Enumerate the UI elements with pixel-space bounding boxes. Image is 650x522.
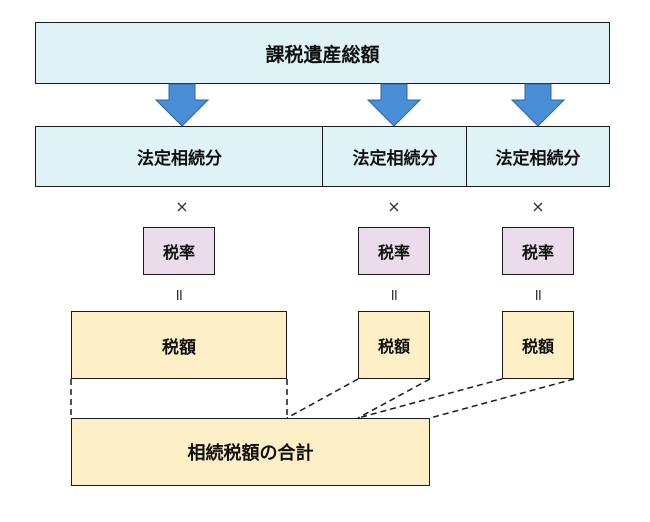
statutory-share-label: 法定相続分 [352,149,438,169]
total-inheritance-tax-label: 相続税額の合計 [187,443,314,464]
dashed-connector [357,378,503,419]
tax-rate-box-2: 税率 [358,227,430,275]
statutory-share-box-1: 法定相続分 [35,126,324,187]
tax-rate-label: 税率 [521,243,554,262]
dashed-connector [429,378,575,419]
total-taxable-estate-box: 課税遺産総額 [35,22,610,84]
tax-rate-label: 税率 [377,243,410,262]
total-taxable-estate-label: 課税遺産総額 [265,43,380,66]
tax-rate-box-3: 税率 [502,227,574,275]
statutory-share-label: 法定相続分 [137,149,222,169]
tax-amount-box-2: 税額 [358,311,430,379]
dashed-connector [286,378,359,419]
tax-rate-box-1: 税率 [143,227,215,275]
total-inheritance-tax-box: 相続税額の合計 [71,418,430,486]
tax-amount-box-1: 税額 [71,311,287,379]
equals-symbol: = [170,288,189,302]
tax-amount-label: 税額 [377,337,410,356]
multiply-symbol: × [531,197,545,216]
statutory-share-box-2: 法定相続分 [322,126,468,187]
multiply-symbol: × [387,197,401,216]
equals-symbol: = [529,288,548,302]
statutory-share-label: 法定相続分 [495,149,581,169]
down-arrow-icon [366,83,422,127]
tax-rate-label: 税率 [162,243,195,262]
down-arrow-icon [154,83,210,127]
dashed-connector [357,378,431,419]
tax-amount-label: 税額 [521,337,554,356]
tax-amount-label: 税額 [162,337,196,358]
equals-symbol: = [385,288,404,302]
statutory-share-box-3: 法定相続分 [466,126,610,187]
down-arrow-icon [510,83,566,127]
tax-amount-box-3: 税額 [502,311,574,379]
multiply-symbol: × [175,197,189,216]
